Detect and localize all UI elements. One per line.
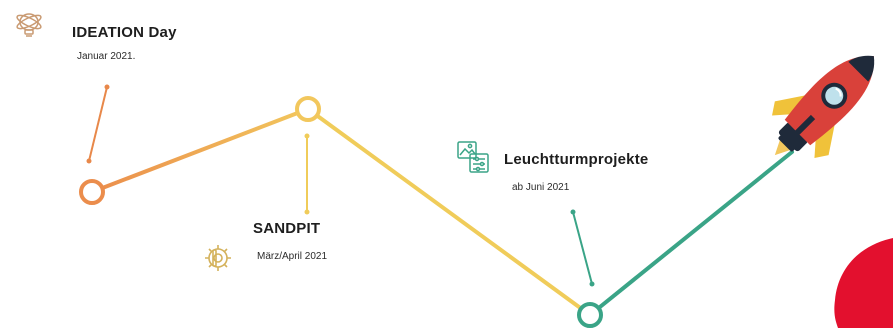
milestone-date-ideation: Januar 2021. (77, 51, 136, 62)
brain-lightbulb-icon (16, 13, 42, 37)
milestone-title-sandpit: SANDPIT (253, 220, 321, 237)
timeline-segment-1 (90, 107, 310, 194)
node-leuchtturm (577, 302, 603, 328)
timeline-segment-2 (306, 107, 592, 317)
node-sandpit (295, 96, 321, 122)
pointer-leuchtturm (572, 211, 593, 285)
node-ideation (79, 179, 105, 205)
milestone-title-leuchtturm: Leuchtturmprojekte (504, 151, 649, 168)
red-blob-shape (834, 238, 893, 328)
milestone-date-leuchtturm: ab Juni 2021 (512, 182, 570, 193)
images-sliders-icon (457, 141, 489, 173)
timeline-segment-3 (588, 150, 794, 317)
milestone-date-sandpit: März/April 2021 (257, 251, 328, 262)
pointer-ideation (88, 86, 108, 162)
rocket-icon (772, 55, 875, 158)
milestone-title-ideation: IDEATION Day (72, 24, 177, 41)
gear-wrench-icon (205, 245, 231, 271)
